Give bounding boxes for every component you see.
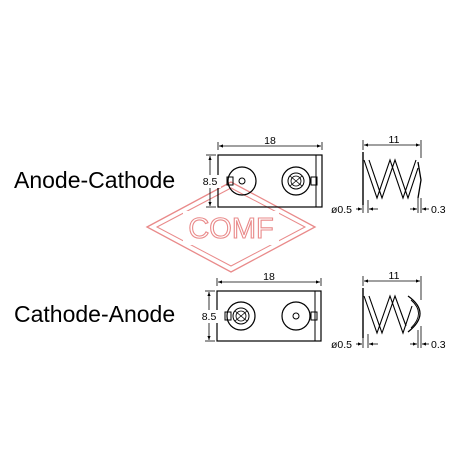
watermark-diamond-inner xyxy=(155,187,307,267)
holder-body xyxy=(217,154,323,208)
flat-cap-icon xyxy=(417,161,422,199)
watermark-diamond-outer xyxy=(145,181,317,273)
spring-coil xyxy=(363,294,413,335)
row-label: Anode-Cathode xyxy=(14,167,175,193)
dome-cap-icon xyxy=(407,295,421,333)
spring-contact-icon xyxy=(224,301,256,331)
spring-coil xyxy=(363,158,417,200)
height-value: 8.5 xyxy=(202,311,217,323)
spring-length-value: 11 xyxy=(389,270,400,282)
spring-side-view: 11 ø0.5 0.3 xyxy=(331,270,446,351)
watermark-text: COMF xyxy=(188,213,273,245)
plate-value: 0.3 xyxy=(431,204,446,216)
length-value: 18 xyxy=(264,135,276,147)
wire-value: ø0.5 xyxy=(331,204,352,216)
height-value: 8.5 xyxy=(203,176,218,188)
watermark-logo: COMF xyxy=(145,181,317,273)
row-cathode-anode: Cathode-Anode 18 xyxy=(14,270,446,351)
button-contact-icon xyxy=(226,166,257,196)
row-anode-cathode: Anode-Cathode 18 xyxy=(14,134,446,216)
plate-value: 0.3 xyxy=(431,339,446,351)
spring-contact-icon xyxy=(281,166,318,196)
spring-length-value: 11 xyxy=(389,134,400,146)
spring-side-view: 11 ø0.5 0.3 xyxy=(331,134,446,216)
holder-drawing: 18 8.5 xyxy=(198,271,322,342)
holder-drawing: 18 8.5 xyxy=(199,135,323,208)
row-label: Cathode-Anode xyxy=(14,301,175,327)
length-value: 18 xyxy=(263,271,275,283)
button-contact-icon xyxy=(281,301,318,331)
wire-value: ø0.5 xyxy=(331,339,352,351)
